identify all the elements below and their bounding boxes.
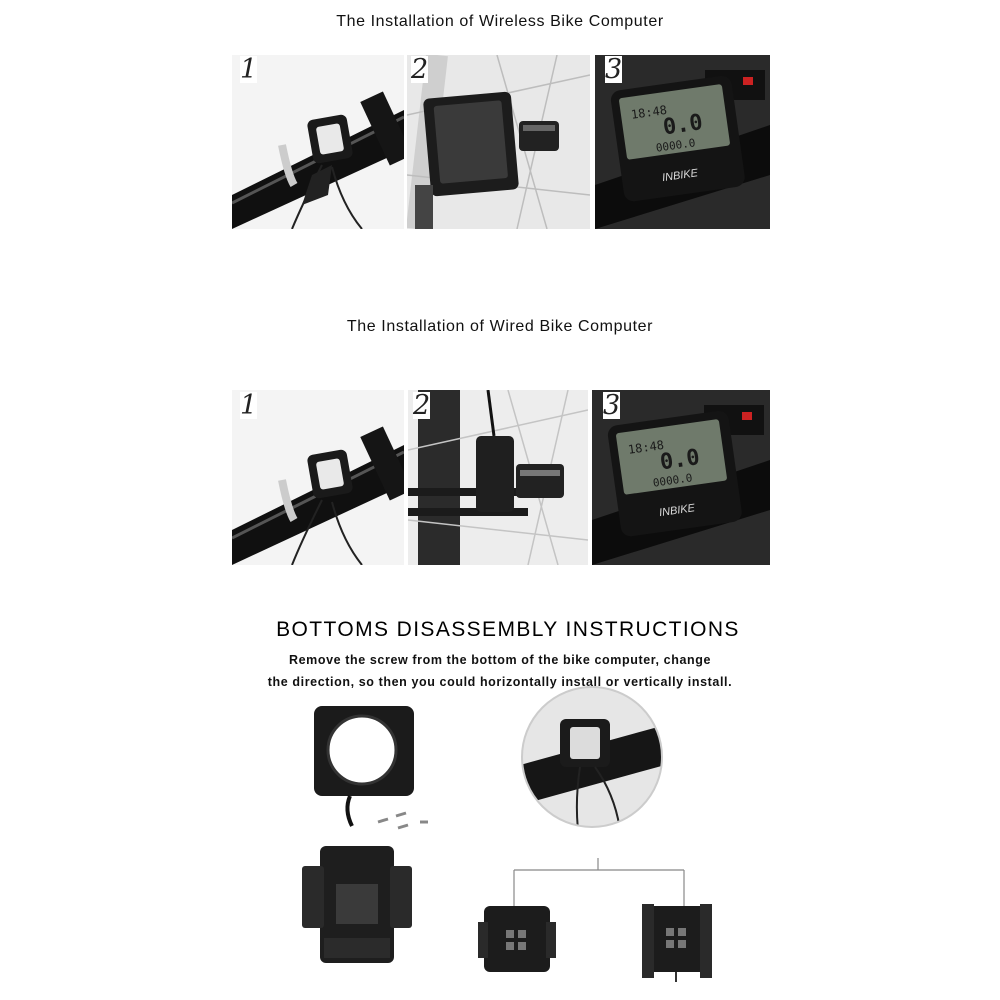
wireless-step3-photo: 18:48 0.0 0000.0 INBIKE [595, 55, 770, 229]
wireless-step-number-3: 3 [605, 54, 623, 85]
wireless-step1-photo [232, 55, 404, 229]
wired-step2-photo [408, 390, 588, 565]
wireless-brand-logo: INBIKE [661, 167, 699, 184]
wireless-display-top: 18:48 [630, 103, 668, 122]
wired-step-number-2: 2 [413, 390, 431, 421]
wired-step-number-3: 3 [603, 390, 621, 421]
wired-display-main: 0.0 [658, 445, 701, 475]
horizontal-install-photo [478, 906, 556, 972]
vertical-install-photo [642, 904, 712, 982]
disassembly-text-line1: Remove the screw from the bottom of the … [288, 653, 712, 667]
wired-step1-photo [232, 390, 404, 565]
wireless-display-bottom: 0000.0 [655, 136, 696, 154]
wired-step3-photo: 18:48 0.0 0000.0 INBIKE [592, 390, 770, 565]
wired-display-bottom: 0000.0 [652, 471, 693, 489]
mount-bracket-photo [314, 706, 428, 830]
wired-brand-logo: INBIKE [658, 502, 696, 519]
wireless-installation-title: The Installation of Wireless Bike Comput… [336, 13, 664, 30]
disassembly-text-line2: the direction, so then you could horizon… [267, 675, 733, 689]
back-plate-photo [302, 846, 412, 963]
disassembly-heading: BOTTOMS DISASSEMBLY INSTRUCTIONS [276, 618, 740, 641]
wireless-step-number-2: 2 [411, 54, 429, 85]
wireless-step2-photo [407, 55, 590, 229]
screw-icon [377, 811, 428, 830]
wireless-display-main: 0.0 [661, 110, 704, 140]
wired-step-number-1: 1 [240, 390, 258, 421]
wired-installation-title: The Installation of Wired Bike Computer [346, 318, 654, 335]
wireless-step-number-1: 1 [240, 54, 258, 85]
orientation-connector [513, 858, 685, 906]
installed-mount-photo [521, 686, 663, 828]
wired-display-top: 18:48 [627, 438, 665, 457]
